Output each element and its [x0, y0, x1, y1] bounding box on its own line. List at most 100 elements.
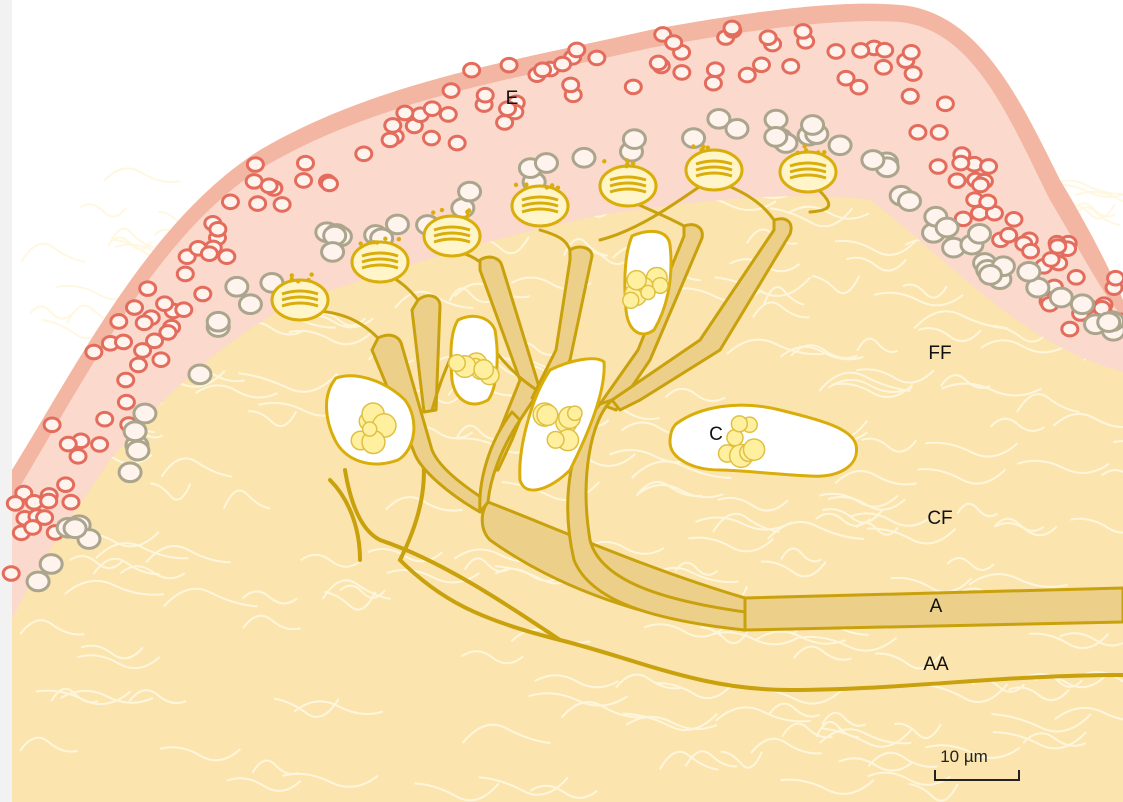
epidermal-cell	[464, 63, 480, 77]
epidermal-cell	[274, 198, 290, 212]
epidermal-cell	[424, 102, 440, 116]
epidermal-cell	[828, 45, 844, 59]
fiber-strand	[21, 244, 85, 262]
epidermal-cell	[111, 315, 127, 329]
epidermal-cell	[783, 59, 799, 73]
epidermal-cell	[124, 422, 146, 441]
left-edge-pattern	[0, 0, 12, 802]
label-epidermis: E	[506, 88, 519, 109]
epidermal-cell	[765, 128, 787, 147]
epidermal-cell	[753, 58, 769, 72]
epidermal-cell	[7, 497, 23, 511]
epidermal-cell	[930, 160, 946, 174]
epidermal-cell	[936, 218, 958, 237]
epidermal-cell	[140, 282, 156, 296]
epidermal-cell	[118, 373, 134, 387]
epidermal-cell	[63, 495, 79, 509]
epidermal-cell	[973, 178, 989, 192]
epidermal-cell	[177, 267, 193, 281]
epidermal-cell	[210, 222, 226, 236]
epidermal-cell	[1068, 270, 1084, 284]
epidermal-cell	[134, 404, 156, 423]
epidermal-cell	[1050, 240, 1066, 254]
epidermal-cell	[851, 80, 867, 94]
epidermal-cell	[157, 297, 173, 311]
epidermal-cell	[802, 116, 824, 135]
epidermal-cell	[853, 44, 869, 58]
fiber-strand	[80, 204, 126, 216]
epidermal-cell	[563, 78, 579, 92]
label-coarse-fibers: CF	[927, 508, 952, 529]
fiber-strand	[30, 307, 72, 319]
epidermal-cell	[449, 136, 465, 150]
epidermal-cell	[459, 182, 481, 201]
epidermal-cell	[298, 156, 314, 170]
epidermal-cell	[27, 572, 49, 591]
label-accessory-axon: AA	[923, 654, 949, 675]
epidermal-cell	[58, 478, 74, 492]
epidermal-cell	[829, 136, 851, 155]
epidermal-cell	[1108, 271, 1123, 285]
epidermal-cell	[386, 215, 408, 234]
epidermal-cell	[555, 57, 571, 71]
label-fine-fibers: FF	[928, 343, 951, 364]
label-corpuscle: C	[709, 424, 723, 445]
epidermal-cell	[239, 295, 261, 314]
label-axon: A	[930, 596, 943, 617]
epidermal-cell	[440, 108, 456, 122]
scale-bar-label: 10 µm	[940, 747, 988, 766]
epidermal-cell	[147, 334, 163, 348]
epidermal-cell	[903, 46, 919, 60]
epidermal-cell	[207, 312, 229, 331]
epidermal-cell	[931, 126, 947, 140]
epidermal-cell	[1006, 213, 1022, 227]
epidermal-cell	[1062, 322, 1078, 336]
epidermal-cell	[322, 243, 344, 262]
epidermal-cell	[423, 131, 439, 145]
epidermal-cell	[795, 25, 811, 39]
epidermal-cell	[3, 567, 19, 581]
epidermal-cell	[910, 126, 926, 140]
epidermal-cell	[724, 21, 740, 35]
epidermal-cell	[226, 277, 248, 296]
epidermal-cell	[666, 36, 682, 50]
fiber-strand	[104, 168, 181, 182]
epidermal-cell	[569, 43, 585, 57]
epidermal-cell	[70, 450, 86, 464]
epidermal-cell	[64, 519, 86, 538]
epidermal-cell	[477, 88, 493, 102]
epidermal-cell	[40, 555, 62, 574]
epidermal-cell	[127, 441, 149, 460]
corpuscle	[449, 316, 499, 404]
epidermal-cell	[44, 418, 60, 432]
epidermal-cell	[760, 31, 776, 45]
epidermal-cell	[60, 437, 76, 451]
epidermal-cell	[726, 120, 748, 139]
epidermal-cell	[535, 154, 557, 173]
epidermal-cell	[201, 247, 217, 261]
epidermal-cell	[739, 68, 755, 82]
epidermal-cell	[535, 63, 551, 77]
epidermal-cell	[589, 51, 605, 65]
epidermal-cell	[899, 192, 921, 211]
epidermal-cell	[705, 76, 721, 90]
epidermal-cell	[1018, 262, 1040, 281]
epidermal-cell	[86, 345, 102, 359]
epidermal-cell	[623, 130, 645, 149]
epidermal-cell	[980, 195, 996, 209]
epidermal-cell	[981, 160, 997, 174]
epidermal-cell	[877, 43, 893, 57]
epidermal-cell	[397, 106, 413, 120]
epidermal-cell	[902, 89, 918, 103]
epidermal-cell	[119, 463, 141, 482]
epidermal-cell	[153, 353, 169, 367]
epidermal-cell	[497, 116, 513, 130]
epidermal-cell	[573, 148, 595, 167]
epidermal-cell	[443, 84, 459, 98]
epidermal-cell	[321, 177, 337, 191]
epidermal-cell	[501, 58, 517, 72]
epidermal-cell	[953, 156, 969, 170]
epidermal-cell	[949, 174, 965, 188]
